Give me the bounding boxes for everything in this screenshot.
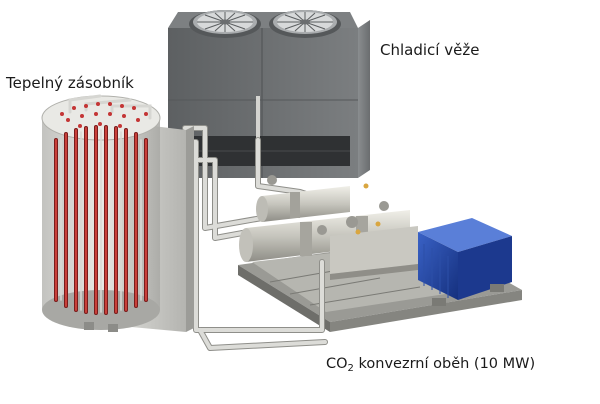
heater-rods xyxy=(54,125,148,315)
cooling-towers xyxy=(168,10,370,178)
co2-label-prefix: CO xyxy=(326,356,348,372)
generator-motor xyxy=(418,218,512,306)
co2-label-subscript: 2 xyxy=(347,363,354,374)
co2-label-suffix: konvezrní oběh (10 MW) xyxy=(353,356,536,372)
fan-icon xyxy=(269,10,341,38)
co2-cycle-label: CO2 konvezrní oběh (10 MW) xyxy=(326,356,535,374)
thermal-storage-label: Tepelný zásobník xyxy=(6,74,134,92)
thermal-storage-tank xyxy=(41,94,194,332)
rod-tops xyxy=(60,102,148,128)
co2-cycle-machinery xyxy=(239,175,512,306)
fan-icon xyxy=(189,10,261,38)
cooling-towers-label: Chladicí věže xyxy=(380,41,480,59)
